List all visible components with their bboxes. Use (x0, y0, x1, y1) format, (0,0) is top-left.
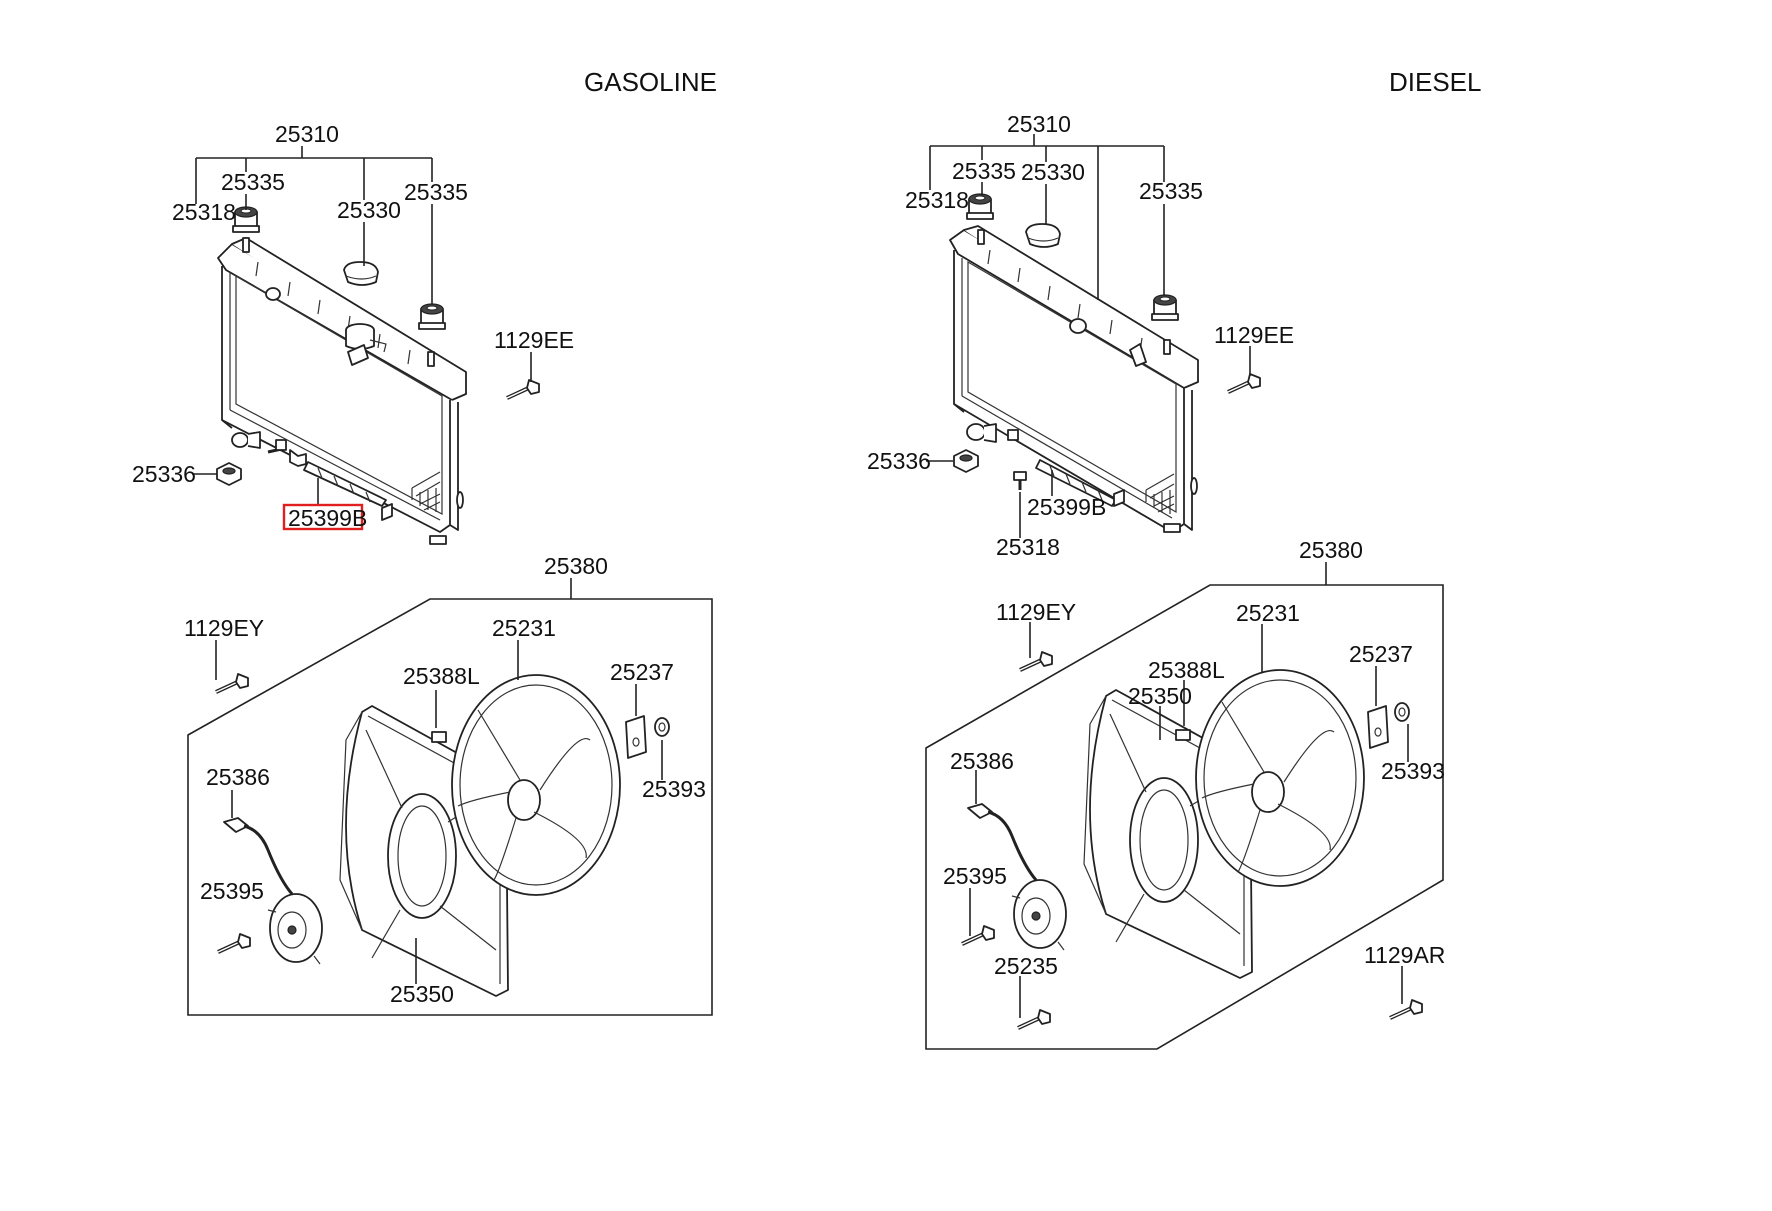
gasoline-label-25231: 25231 (492, 615, 556, 641)
gasoline-label-25395: 25395 (200, 878, 264, 904)
gasoline-cap-25335-left (232, 206, 260, 233)
diesel-screw-25395 (960, 924, 996, 946)
diesel-label-25310: 25310 (1007, 111, 1071, 137)
diesel-label-1129ee: 1129EE (1214, 322, 1294, 348)
diesel-label-25335-right: 25335 (1139, 178, 1203, 204)
diesel-bolt-1129ey (1018, 650, 1054, 672)
gasoline-radiator-cap-25330 (343, 261, 379, 286)
gasoline-label-25380: 25380 (544, 553, 608, 579)
diesel-motor-25386 (967, 803, 1067, 951)
diesel-label-25350: 25350 (1128, 683, 1192, 709)
diesel-bolt-1129ar (1388, 998, 1424, 1020)
gasoline-label-1129ee: 1129EE (494, 327, 574, 353)
gasoline-screw-25395 (216, 932, 252, 954)
diesel-bolt-25235 (1016, 1008, 1052, 1030)
gasoline-label-25350: 25350 (390, 981, 454, 1007)
gasoline-bracket-25237 (625, 715, 647, 759)
diesel-fan-kit-outline (925, 584, 1444, 1050)
gasoline-label-25330: 25330 (337, 197, 401, 223)
gasoline-bolt-1129ey (214, 672, 250, 694)
diesel-label-25380: 25380 (1299, 537, 1363, 563)
gasoline-label-25386: 25386 (206, 764, 270, 790)
gasoline-label-25388l: 25388L (403, 663, 480, 689)
diesel-label-25318-bottom: 25318 (996, 534, 1060, 560)
gasoline-label-tag-25388l (431, 731, 447, 743)
diesel-cap-25335-right (1151, 294, 1179, 321)
gasoline-washer-25393 (654, 717, 670, 737)
gasoline-label-25335-left: 25335 (221, 169, 285, 195)
gasoline-label-1129ey: 1129EY (184, 615, 264, 641)
diesel-section: DIESEL (867, 67, 1482, 1050)
diesel-radiator (949, 225, 1199, 533)
gasoline-fan-blade-25231 (451, 674, 621, 896)
diesel-label-25388l: 25388L (1148, 657, 1225, 683)
diesel-fan-blade-25231 (1195, 669, 1365, 887)
gasoline-label-25310: 25310 (275, 121, 339, 147)
diesel-washer-25393 (1394, 702, 1410, 722)
gasoline-fan-kit-outline (187, 598, 713, 1016)
gasoline-nut-25336 (216, 462, 242, 486)
diesel-cap-25335-left (966, 193, 994, 220)
diesel-label-25393: 25393 (1381, 758, 1445, 784)
diesel-drain-25318 (1013, 471, 1027, 490)
gasoline-label-25237: 25237 (610, 659, 674, 685)
diesel-label-1129ey: 1129EY (996, 599, 1076, 625)
gasoline-label-25318: 25318 (172, 199, 236, 225)
gasoline-title: GASOLINE (584, 67, 717, 97)
diesel-title: DIESEL (1389, 67, 1482, 97)
diesel-label-25336: 25336 (867, 448, 931, 474)
gasoline-label-25393: 25393 (642, 776, 706, 802)
gasoline-label-25336: 25336 (132, 461, 196, 487)
diesel-label-1129ar: 1129AR (1364, 942, 1445, 968)
diesel-radiator-cap-25330 (1025, 223, 1061, 248)
diesel-label-tag-25388l (1175, 729, 1191, 741)
highlight-box-25399b (282, 503, 364, 531)
diesel-label-25237: 25237 (1349, 641, 1413, 667)
diesel-bolt-1129ee (1226, 372, 1262, 394)
diesel-nut-25336 (953, 449, 979, 473)
diesel-label-25399b: 25399B (1027, 494, 1106, 520)
gasoline-label-25335-right: 25335 (404, 179, 468, 205)
diesel-label-25386: 25386 (950, 748, 1014, 774)
diesel-label-25395: 25395 (943, 863, 1007, 889)
diesel-label-25318-top: 25318 (905, 187, 969, 213)
diesel-label-25231: 25231 (1236, 600, 1300, 626)
diesel-label-25330: 25330 (1021, 159, 1085, 185)
gasoline-cap-25335-right (418, 303, 446, 330)
gasoline-label-25399b[interactable]: 25399B (288, 505, 367, 531)
diesel-label-25335-left: 25335 (952, 158, 1016, 184)
diesel-label-25235: 25235 (994, 953, 1058, 979)
diesel-bracket-25237 (1367, 705, 1389, 749)
gasoline-motor-25386 (223, 817, 323, 965)
gasoline-bolt-1129ee (505, 378, 541, 400)
gasoline-radiator (217, 237, 467, 545)
gasoline-section: GASOLINE (132, 67, 717, 1016)
